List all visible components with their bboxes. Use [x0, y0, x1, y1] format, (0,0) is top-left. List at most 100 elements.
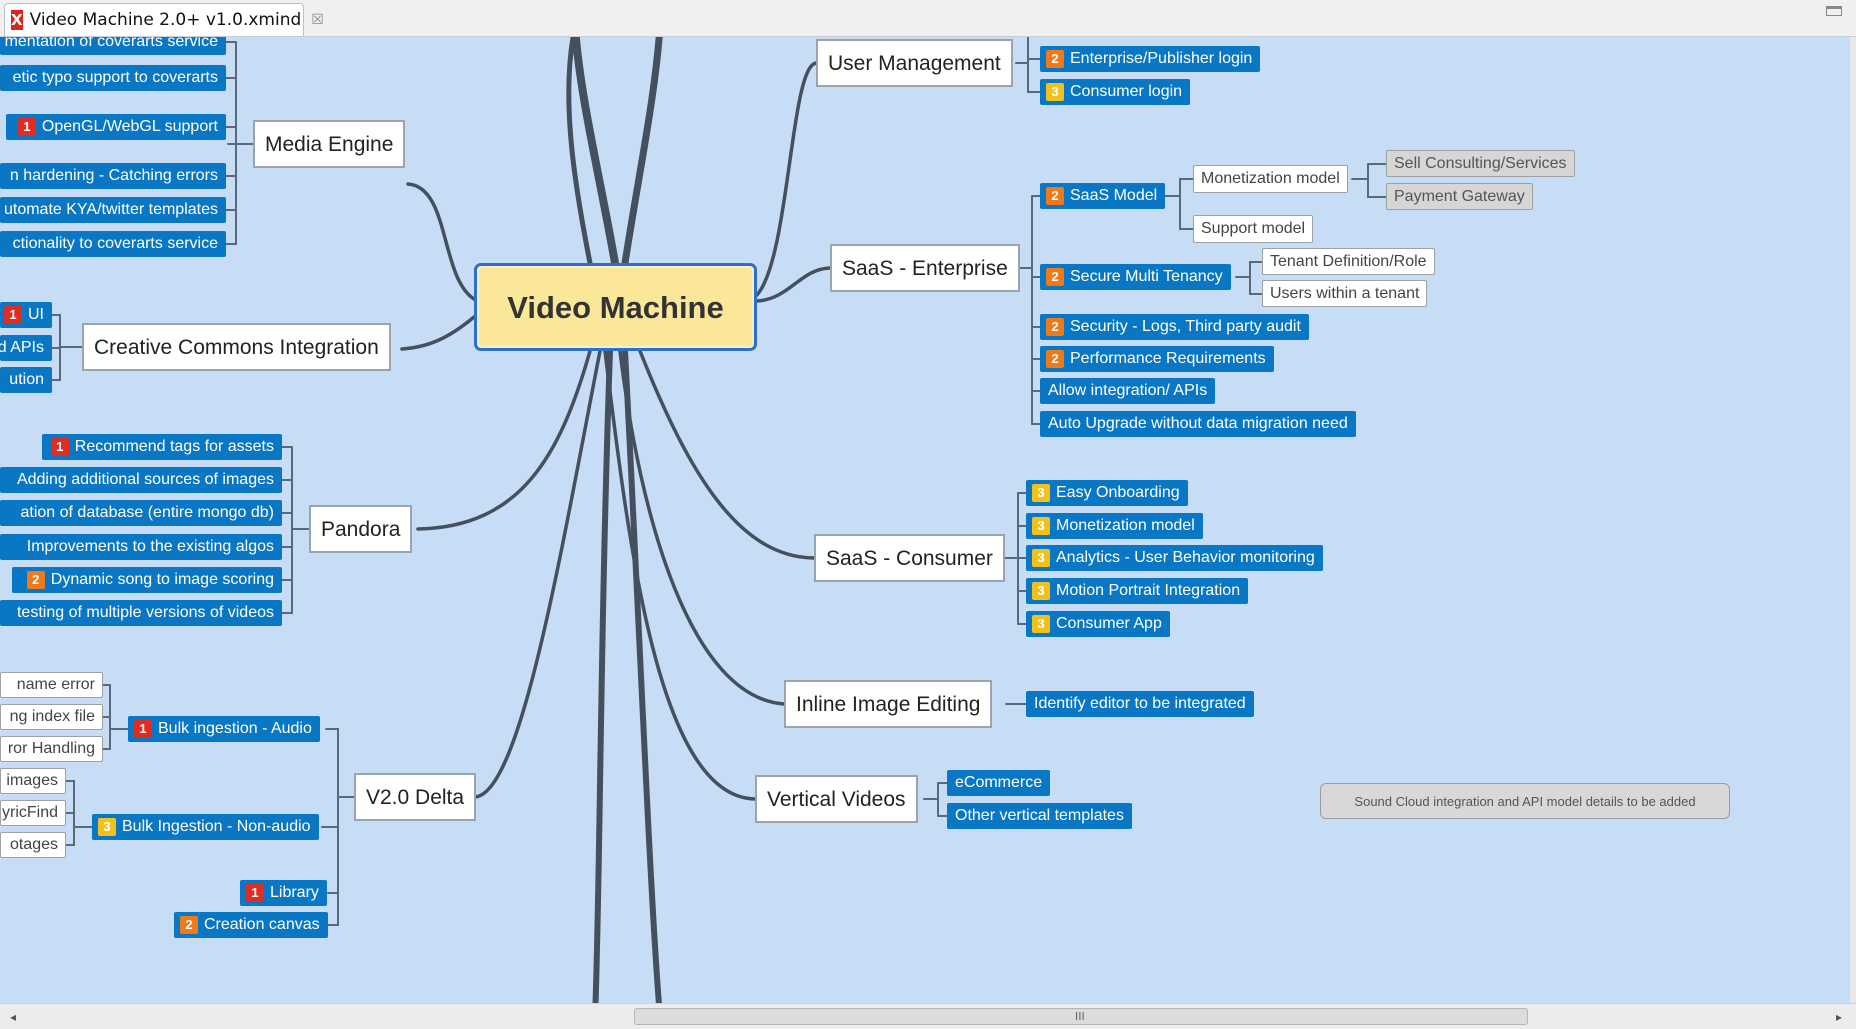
subtopic-dynamic-song[interactable]: 2 Dynamic song to image scoring [12, 567, 282, 593]
subtopic-tenant-definition[interactable]: Tenant Definition/Role [1262, 248, 1435, 275]
subtopic-consumer-login[interactable]: 3 Consumer login [1040, 79, 1191, 105]
editor-tab[interactable]: X Video Machine 2.0+ v1.0.xmind ☒ [4, 3, 324, 36]
subtopic-bulk-ingestion-nonaudio[interactable]: 3 Bulk Ingestion - Non-audio [92, 814, 319, 840]
priority-2-icon: 2 [26, 571, 45, 589]
floating-note[interactable]: Sound Cloud integration and API model de… [1320, 783, 1730, 819]
subtopic-cc-3[interactable]: ution [0, 367, 52, 393]
priority-3-icon: 3 [1032, 615, 1050, 633]
topic-user-management[interactable]: User Management [816, 39, 1013, 87]
subtopic-pandora-3[interactable]: ation of database (entire mongo db) [0, 500, 282, 526]
subtopic-secure-multi-tenancy[interactable]: 2 Secure Multi Tenancy [1040, 264, 1231, 290]
close-icon[interactable]: ☒ [311, 12, 324, 28]
priority-2-icon: 2 [1046, 268, 1064, 286]
scroll-thumb[interactable]: III [634, 1008, 1528, 1025]
topic-vertical-videos[interactable]: Vertical Videos [755, 775, 918, 823]
subtopic-label: Enterprise/Publisher login [1070, 50, 1253, 67]
subtopic-monetization-model[interactable]: Monetization model [1193, 165, 1348, 193]
subtopic-nonaudio-child-1[interactable]: images [0, 768, 66, 794]
subtopic-cc-ui[interactable]: 1 UI [0, 302, 52, 328]
priority-2-icon: 2 [180, 916, 198, 934]
tab-title: Video Machine 2.0+ v1.0.xmind [29, 10, 302, 30]
vertical-scrollbar[interactable] [1850, 37, 1856, 1003]
subtopic-motion-portrait[interactable]: 3 Motion Portrait Integration [1026, 578, 1249, 604]
subtopic-cc-apis[interactable]: d APIs [0, 335, 52, 361]
central-topic[interactable]: Video Machine [474, 263, 757, 351]
subtopic-audio-child-2[interactable]: ng index file [0, 704, 103, 730]
subtopic-media-2[interactable]: etic typo support to coverarts [0, 65, 226, 91]
subtopic-label: UI [28, 306, 44, 323]
mind-map-canvas[interactable]: Video Machine User Management Media Engi… [0, 37, 1852, 1003]
subtopic-sell-consulting[interactable]: Sell Consulting/Services [1386, 150, 1575, 177]
subtopic-security-logs[interactable]: 2 Security - Logs, Third party audit [1040, 314, 1309, 340]
subtopic-payment-gateway[interactable]: Payment Gateway [1386, 183, 1533, 210]
subtopic-enterprise-login[interactable]: 2 Enterprise/Publisher login [1040, 46, 1261, 72]
priority-1-icon: 1 [17, 118, 36, 136]
priority-1-icon: 1 [134, 720, 152, 738]
subtopic-users-within-tenant[interactable]: Users within a tenant [1262, 280, 1428, 307]
grip-icon: III [1075, 1010, 1085, 1023]
subtopic-label: Easy Onboarding [1056, 484, 1180, 501]
subtopic-saas-model[interactable]: 2 SaaS Model [1040, 183, 1166, 209]
subtopic-audio-child-1[interactable]: name error [0, 672, 103, 698]
priority-3-icon: 3 [1032, 549, 1050, 567]
scroll-right-icon[interactable]: ▸ [1835, 1010, 1842, 1024]
subtopic-label: Library [270, 884, 319, 901]
subtopic-media-5[interactable]: utomate KYA/twitter templates [0, 197, 226, 223]
subtopic-label: Recommend tags for assets [74, 438, 274, 455]
priority-2-icon: 2 [1046, 50, 1064, 68]
subtopic-opengl-webgl[interactable]: 1 OpenGL/WebGL support [6, 114, 226, 140]
subtopic-label: Bulk ingestion - Audio [158, 720, 312, 737]
subtopic-recommend-tags[interactable]: 1 Recommend tags for assets [42, 434, 282, 460]
priority-3-icon: 3 [98, 818, 116, 836]
subtopic-ecommerce[interactable]: eCommerce [947, 770, 1051, 796]
editor-tab-bar: X Video Machine 2.0+ v1.0.xmind ☒ [0, 0, 1856, 37]
subtopic-media-1[interactable]: mentation of coverarts service [0, 37, 226, 55]
topic-inline-image-editing[interactable]: Inline Image Editing [784, 680, 993, 728]
subtopic-allow-integration[interactable]: Allow integration/ APIs [1040, 378, 1216, 404]
subtopic-consumer-monetization[interactable]: 3 Monetization model [1026, 513, 1203, 539]
priority-3-icon: 3 [1032, 517, 1050, 535]
subtopic-identify-editor[interactable]: Identify editor to be integrated [1026, 691, 1254, 717]
subtopic-analytics[interactable]: 3 Analytics - User Behavior monitoring [1026, 545, 1323, 571]
subtopic-creation-canvas[interactable]: 2 Creation canvas [174, 912, 328, 938]
xmind-icon: X [11, 10, 23, 30]
subtopic-label: OpenGL/WebGL support [41, 118, 218, 135]
topic-pandora[interactable]: Pandora [309, 505, 413, 553]
subtopic-library[interactable]: 1 Library [240, 880, 327, 906]
subtopic-nonaudio-child-2[interactable]: yricFind [0, 800, 66, 826]
minimize-button[interactable] [1826, 6, 1842, 16]
topic-creative-commons[interactable]: Creative Commons Integration [82, 323, 391, 371]
subtopic-audio-child-3[interactable]: ror Handling [0, 736, 103, 762]
subtopic-label: Security - Logs, Third party audit [1070, 318, 1301, 335]
priority-2-icon: 2 [1046, 350, 1064, 368]
subtopic-bulk-ingestion-audio[interactable]: 1 Bulk ingestion - Audio [128, 716, 320, 742]
topic-saas-consumer[interactable]: SaaS - Consumer [814, 534, 1005, 582]
subtopic-other-vertical-templates[interactable]: Other vertical templates [947, 803, 1132, 829]
topic-media-engine[interactable]: Media Engine [253, 120, 406, 168]
subtopic-performance-requirements[interactable]: 2 Performance Requirements [1040, 346, 1274, 372]
subtopic-consumer-app[interactable]: 3 Consumer App [1026, 611, 1170, 637]
connector-lines [51, 37, 1387, 1003]
subtopic-pandora-4[interactable]: Improvements to the existing algos [0, 534, 282, 560]
priority-3-icon: 3 [1032, 582, 1050, 600]
subtopic-auto-upgrade[interactable]: Auto Upgrade without data migration need [1040, 411, 1356, 437]
subtopic-media-4[interactable]: n hardening - Catching errors [0, 163, 226, 189]
subtopic-media-6[interactable]: ctionality to coverarts service [0, 231, 226, 257]
subtopic-pandora-6[interactable]: testing of multiple versions of videos [0, 600, 282, 626]
subtopic-label: Dynamic song to image scoring [50, 571, 274, 588]
subtopic-label: Creation canvas [204, 916, 320, 933]
subtopic-support-model[interactable]: Support model [1193, 215, 1314, 243]
subtopic-nonaudio-child-3[interactable]: otages [0, 832, 66, 858]
topic-saas-enterprise[interactable]: SaaS - Enterprise [830, 244, 1020, 292]
priority-2-icon: 2 [1046, 318, 1064, 336]
subtopic-label: Secure Multi Tenancy [1070, 268, 1223, 285]
subtopic-label: Performance Requirements [1070, 350, 1266, 367]
priority-1-icon: 1 [50, 438, 69, 456]
subtopic-label: SaaS Model [1070, 187, 1158, 204]
priority-1-icon: 1 [4, 306, 22, 324]
scroll-left-icon[interactable]: ◂ [10, 1010, 17, 1024]
subtopic-easy-onboarding[interactable]: 3 Easy Onboarding [1026, 480, 1188, 506]
topic-v2-delta[interactable]: V2.0 Delta [354, 773, 477, 821]
horizontal-scrollbar[interactable]: ◂ III ▸ [0, 1003, 1856, 1029]
subtopic-pandora-2[interactable]: Adding additional sources of images [0, 467, 282, 493]
